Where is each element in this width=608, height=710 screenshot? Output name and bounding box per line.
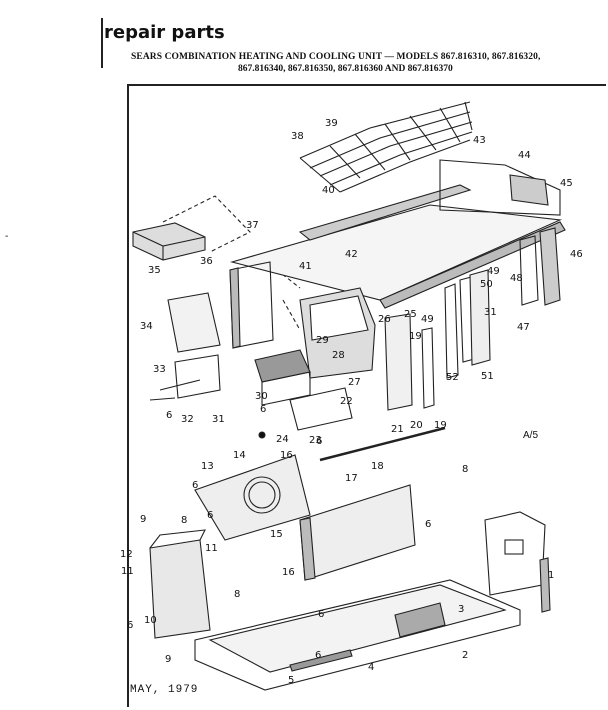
part-label-6: 6: [316, 436, 322, 447]
part-label-22: 22: [340, 396, 353, 407]
part-label-6: 6: [318, 609, 324, 620]
diagram-ref-code: A/5: [523, 430, 539, 441]
part-34-panel: [167, 292, 221, 353]
part-label-43: 43: [473, 135, 486, 146]
part-label-46: 46: [570, 249, 583, 260]
part-label-37: 37: [246, 220, 259, 231]
part-label-35: 35: [148, 265, 161, 276]
part-41-top-cover: [229, 184, 566, 309]
part-label-8: 8: [234, 589, 240, 600]
part-label-2: 2: [462, 650, 468, 661]
part-46-right-rail: [519, 227, 561, 306]
part-label-52: 52: [446, 372, 459, 383]
part-label-51: 51: [481, 371, 494, 382]
part-51-brackets: [444, 269, 491, 379]
part-label-53: 53: [0, 0, 13, 3]
part-label-42: 42: [345, 249, 358, 260]
part-label-14: 14: [233, 450, 246, 461]
part-label-20: 20: [410, 420, 423, 431]
part-label-39: 39: [325, 118, 338, 129]
part-label-33: 33: [153, 364, 166, 375]
part-label-41: 41: [299, 261, 312, 272]
part-label-44: 44: [518, 150, 531, 161]
models-subtitle-line2: 867.816340, 867.816350, 867.816360 AND 8…: [238, 64, 453, 74]
footer-date: MAY, 1979: [130, 684, 199, 696]
part-label-1: 1: [548, 570, 554, 581]
part-label-24: 24: [276, 434, 289, 445]
part-label-27: 27: [348, 377, 361, 388]
part-17-partition: [299, 484, 416, 581]
part-label-15: 15: [270, 529, 283, 540]
part-label-6: 6: [260, 404, 266, 415]
part-38-grille: [299, 101, 473, 193]
part-label-6: 6: [425, 519, 431, 530]
part-label-3: 3: [458, 604, 464, 615]
part-label-29: 29: [316, 335, 329, 346]
part-label-8: 8: [462, 464, 468, 475]
part-label-25: 25: [404, 309, 417, 320]
part-label-6: 6: [315, 650, 321, 661]
part-37-dashed-outline: [162, 195, 301, 331]
part-label-21: 21: [391, 424, 404, 435]
part-label-4: 4: [368, 662, 374, 673]
part-label-50: 50: [480, 279, 493, 290]
part-label-10: 10: [144, 615, 157, 626]
part-label-6: 6: [127, 620, 133, 631]
part-43-side-panel: [439, 159, 561, 216]
part-label-16: 16: [280, 450, 293, 461]
part-label-13: 13: [201, 461, 214, 472]
part-label-30: 30: [255, 391, 268, 402]
models-subtitle-line1: SEARS COMBINATION HEATING AND COOLING UN…: [131, 52, 541, 62]
part-30-heater: [254, 349, 311, 406]
part-4-cross-bar: [289, 649, 353, 672]
part-label-19: 19: [434, 420, 447, 431]
part-label-17: 17: [345, 473, 358, 484]
part-label-16: 16: [282, 567, 295, 578]
header-rule: [101, 18, 103, 68]
part-36-side-panel: [229, 261, 274, 349]
part-label-6: 6: [166, 410, 172, 421]
part-label-23: 23: [309, 435, 322, 446]
part-16-rod: [319, 426, 446, 462]
part-label-48: 48: [510, 273, 523, 284]
part-label-38: 38: [291, 131, 304, 142]
part-35-insulation-block: [132, 222, 206, 261]
part-label-36: 36: [200, 256, 213, 267]
part-label-9: 9: [165, 654, 171, 665]
part-label-6: 6: [192, 480, 198, 491]
part-label-18: 18: [371, 461, 384, 472]
part-label-26: 26: [378, 314, 391, 325]
part-label-5: 5: [288, 675, 294, 686]
part-label-11: 11: [205, 543, 218, 554]
margin-mark: -: [5, 231, 9, 242]
part-label-45: 45: [560, 178, 573, 189]
part-label-31: 31: [484, 307, 497, 318]
part-label-34: 34: [140, 321, 153, 332]
part-1-rear-panel: [484, 511, 551, 613]
part-label-11: 11: [121, 566, 134, 577]
part-label-49: 49: [487, 266, 500, 277]
part-label-12: 12: [120, 549, 133, 560]
part-label-28: 28: [332, 350, 345, 361]
part-14-blower-housing: [194, 454, 311, 541]
part-label-6: 6: [207, 510, 213, 521]
part-label-32: 32: [181, 414, 194, 425]
part-31-bracket: [149, 354, 221, 401]
part-label-9: 9: [140, 514, 146, 525]
part-12-control-box: [149, 529, 211, 639]
part-label-47: 47: [517, 322, 530, 333]
diagram-frame: [127, 84, 606, 707]
part-label-19: 19: [409, 331, 422, 342]
part-3-bracket: [394, 602, 446, 638]
part-label-31: 31: [212, 414, 225, 425]
page-title: repair parts: [104, 22, 225, 43]
part-label-49: 49: [421, 314, 434, 325]
part-label-40: 40: [322, 185, 335, 196]
part-22-tray: [258, 387, 353, 439]
part-26-housing: [299, 287, 376, 379]
part-25-column: [384, 313, 435, 411]
part-label-8: 8: [181, 515, 187, 526]
